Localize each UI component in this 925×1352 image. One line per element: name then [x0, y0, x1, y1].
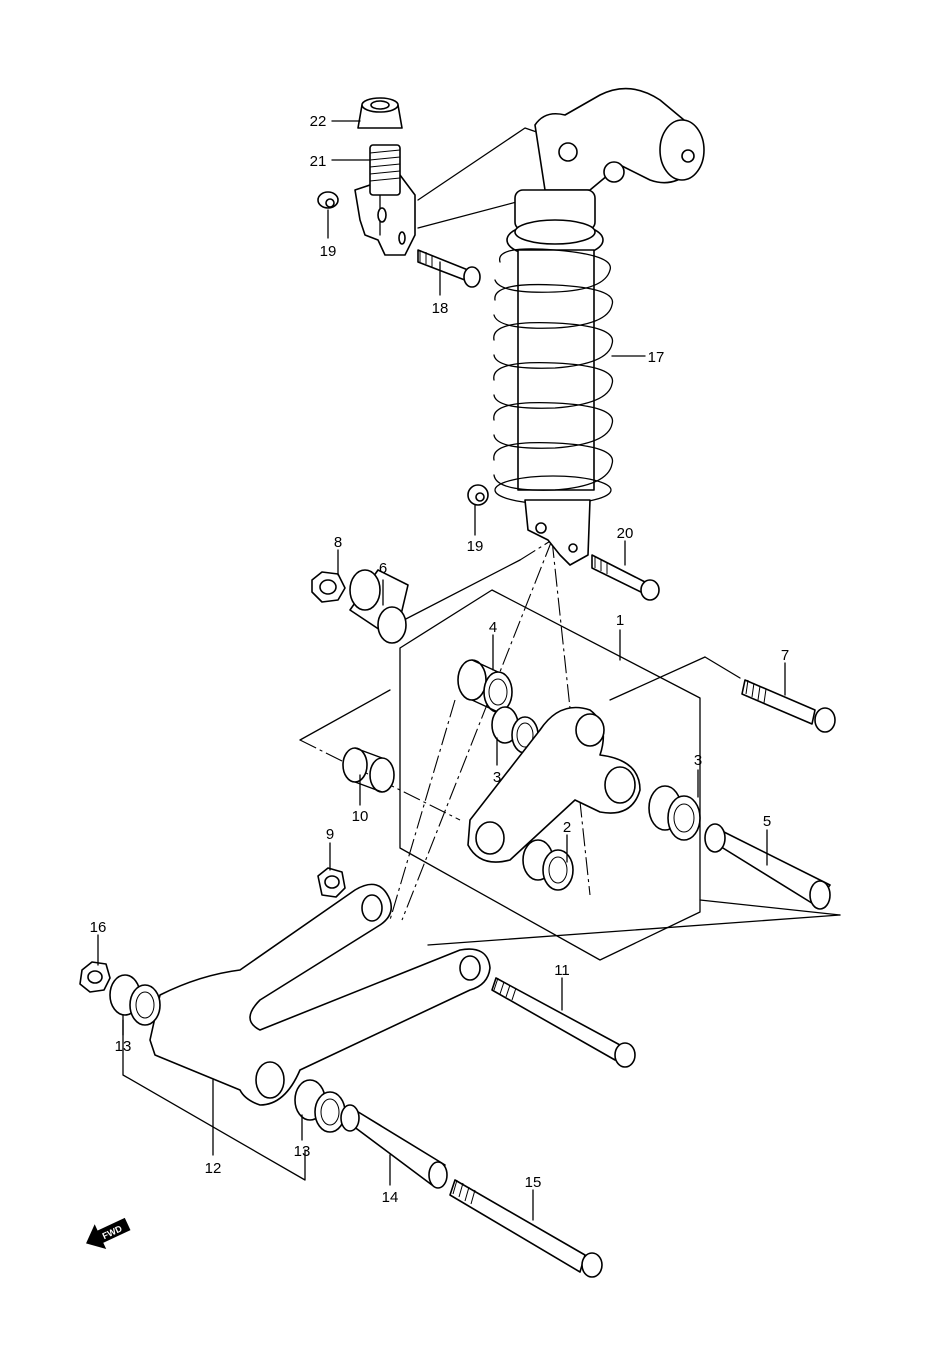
- callout-13-lower: 13: [294, 1143, 311, 1160]
- callout-16: 16: [90, 919, 107, 936]
- callout-21: 21: [310, 153, 327, 170]
- callout-20: 20: [617, 525, 634, 542]
- cushion-rod-12: [149, 883, 491, 1106]
- callout-7: 9: [326, 826, 334, 843]
- callout-1: 1: [616, 612, 624, 629]
- bearing-parts: [311, 569, 836, 910]
- lower-shock-hardware: [467, 484, 660, 601]
- leader-lines: [97, 120, 786, 1221]
- lower-hardware: [79, 961, 636, 1278]
- callout-4: 4: [489, 619, 497, 636]
- callout-9: 7: [781, 647, 789, 664]
- callout-18: 18: [432, 300, 449, 317]
- rear-shock-absorber: [493, 87, 705, 566]
- callout-12: 12: [205, 1160, 222, 1177]
- callout-19-upper: 19: [320, 243, 337, 260]
- callout-3-right: 3: [694, 752, 702, 769]
- callout-13-upper: 13: [115, 1038, 132, 1055]
- callout-19-lower: 19: [467, 538, 484, 555]
- callout-10: 8: [334, 534, 342, 551]
- callout-14: 14: [382, 1189, 399, 1206]
- callout-labels: 22 21 19 18 17 19 20 8 6 4 1 7 3 3 10 2 …: [90, 113, 790, 1206]
- callout-3-left: 3: [493, 769, 501, 786]
- callout-15: 15: [525, 1174, 542, 1191]
- coil-spring: [493, 248, 614, 505]
- fwd-arrow-icon: FWD: [86, 1217, 131, 1249]
- callout-2: 2: [563, 819, 571, 836]
- upper-bracket: [317, 97, 481, 288]
- callout-17: 17: [648, 349, 665, 366]
- callout-22: 22: [310, 113, 327, 130]
- callout-8: 6: [379, 560, 387, 577]
- callout-6: 11: [554, 962, 570, 979]
- callout-5: 5: [763, 813, 771, 830]
- reference-lines: [122, 127, 841, 1181]
- callout-11: 10: [352, 808, 369, 825]
